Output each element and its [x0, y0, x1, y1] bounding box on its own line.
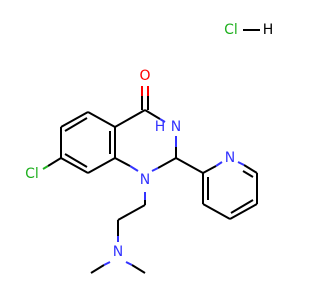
- c7-cl-bond: [47, 157, 62, 167]
- atom-labels: O N H N N N Cl: [25, 68, 235, 260]
- pyr-n-c2-bond-blue: [215, 161, 223, 167]
- bonds: [42, 86, 258, 274]
- n1-c8a-bond-blue: [129, 165, 139, 172]
- dimethylamine-n-label: N: [113, 244, 123, 260]
- pyr-c6-n-bond: [243, 164, 258, 174]
- c5-c6-inner: [64, 117, 88, 132]
- pyr-c3-c4-bond: [202, 203, 231, 220]
- namine-me2-bond: [131, 264, 146, 274]
- molecule-structure-diagram: Cl H: [25, 22, 273, 274]
- ring-n1-label: N: [140, 172, 150, 188]
- namine-me1-bond: [90, 264, 105, 274]
- c8-c8a-bond: [87, 157, 116, 174]
- c7-cl-bond-green: [42, 165, 49, 170]
- c4-n3-bond-blue: [159, 118, 166, 123]
- c4a-c4-bond: [114, 109, 146, 128]
- pyr-c6-n-inner: [242, 170, 254, 178]
- amide-n-label: N: [171, 119, 181, 135]
- c2-pyr-bond: [175, 157, 204, 174]
- chlorine-label: Cl: [25, 166, 39, 182]
- pyridine-n-label: N: [225, 150, 235, 166]
- ch2-ch2-bond: [117, 204, 146, 221]
- pyr-c4-c5-inner: [230, 199, 254, 214]
- n1-c8a-bond: [114, 157, 131, 167]
- pyr-c6-n-bond-blue: [237, 161, 245, 166]
- pyr-c4-c5-bond: [229, 203, 258, 220]
- namine-me1-bond-blue: [103, 261, 111, 266]
- c7-c8-inner: [64, 153, 88, 168]
- amide-h-label: H: [155, 119, 166, 135]
- c2-n1-bond-blue: [151, 167, 159, 172]
- pyr-n-c2-bond: [202, 165, 217, 174]
- c4-n3-bond: [144, 109, 161, 120]
- c7-c8-bond: [60, 157, 89, 174]
- c5-c6-bond: [60, 111, 89, 128]
- hydrochloride-salt: Cl H: [224, 22, 273, 38]
- salt-h-label: H: [263, 22, 274, 38]
- namine-me2-bond-blue: [125, 261, 133, 266]
- c4a-c5-bond: [87, 111, 116, 128]
- oxygen-label: O: [139, 68, 150, 84]
- c2-n1-bond: [157, 157, 177, 169]
- salt-cl-label: Cl: [224, 22, 238, 38]
